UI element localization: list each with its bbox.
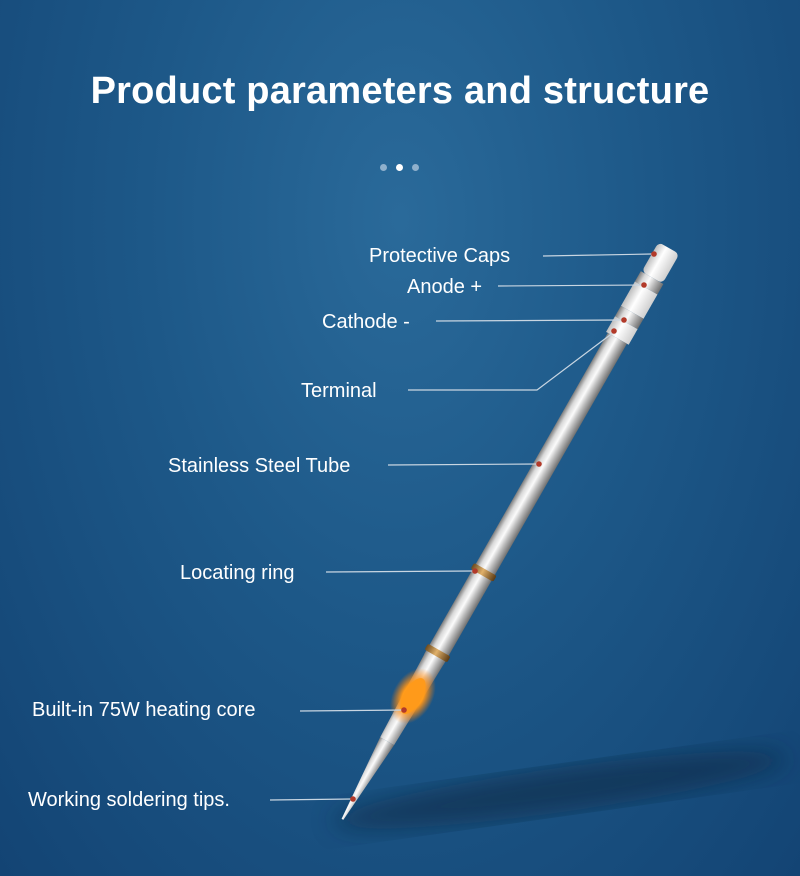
stainless-steel-tube xyxy=(424,332,627,666)
label-locating-ring: Locating ring xyxy=(180,562,295,584)
copper-ring xyxy=(425,644,450,662)
locating-ring xyxy=(471,563,496,582)
label-terminal: Terminal xyxy=(301,380,377,402)
label-heating-core: Built-in 75W heating core xyxy=(32,699,256,721)
carousel-indicator xyxy=(380,164,420,172)
drop-shadow xyxy=(332,751,788,829)
label-working-tips: Working soldering tips. xyxy=(28,789,230,811)
carousel-dot-3[interactable] xyxy=(412,164,419,171)
cathode-ring xyxy=(615,305,644,330)
leader-lines xyxy=(269,253,653,801)
label-cathode: Cathode - xyxy=(322,311,410,333)
protective-cap xyxy=(643,243,678,282)
terminal-insulator xyxy=(606,316,638,345)
carousel-dot-2-active[interactable] xyxy=(396,164,403,171)
insulator xyxy=(620,281,658,319)
carousel-dot-1[interactable] xyxy=(380,164,387,171)
label-stainless-steel-tube: Stainless Steel Tube xyxy=(168,455,351,477)
callout-markers xyxy=(350,251,657,802)
label-anode: Anode + xyxy=(407,276,483,298)
heating-core xyxy=(400,678,426,714)
anode-connector xyxy=(634,271,664,295)
page-title: Product parameters and structure xyxy=(90,70,710,112)
label-protective-caps: Protective Caps xyxy=(369,245,511,267)
soldering-tip-body xyxy=(341,243,678,820)
